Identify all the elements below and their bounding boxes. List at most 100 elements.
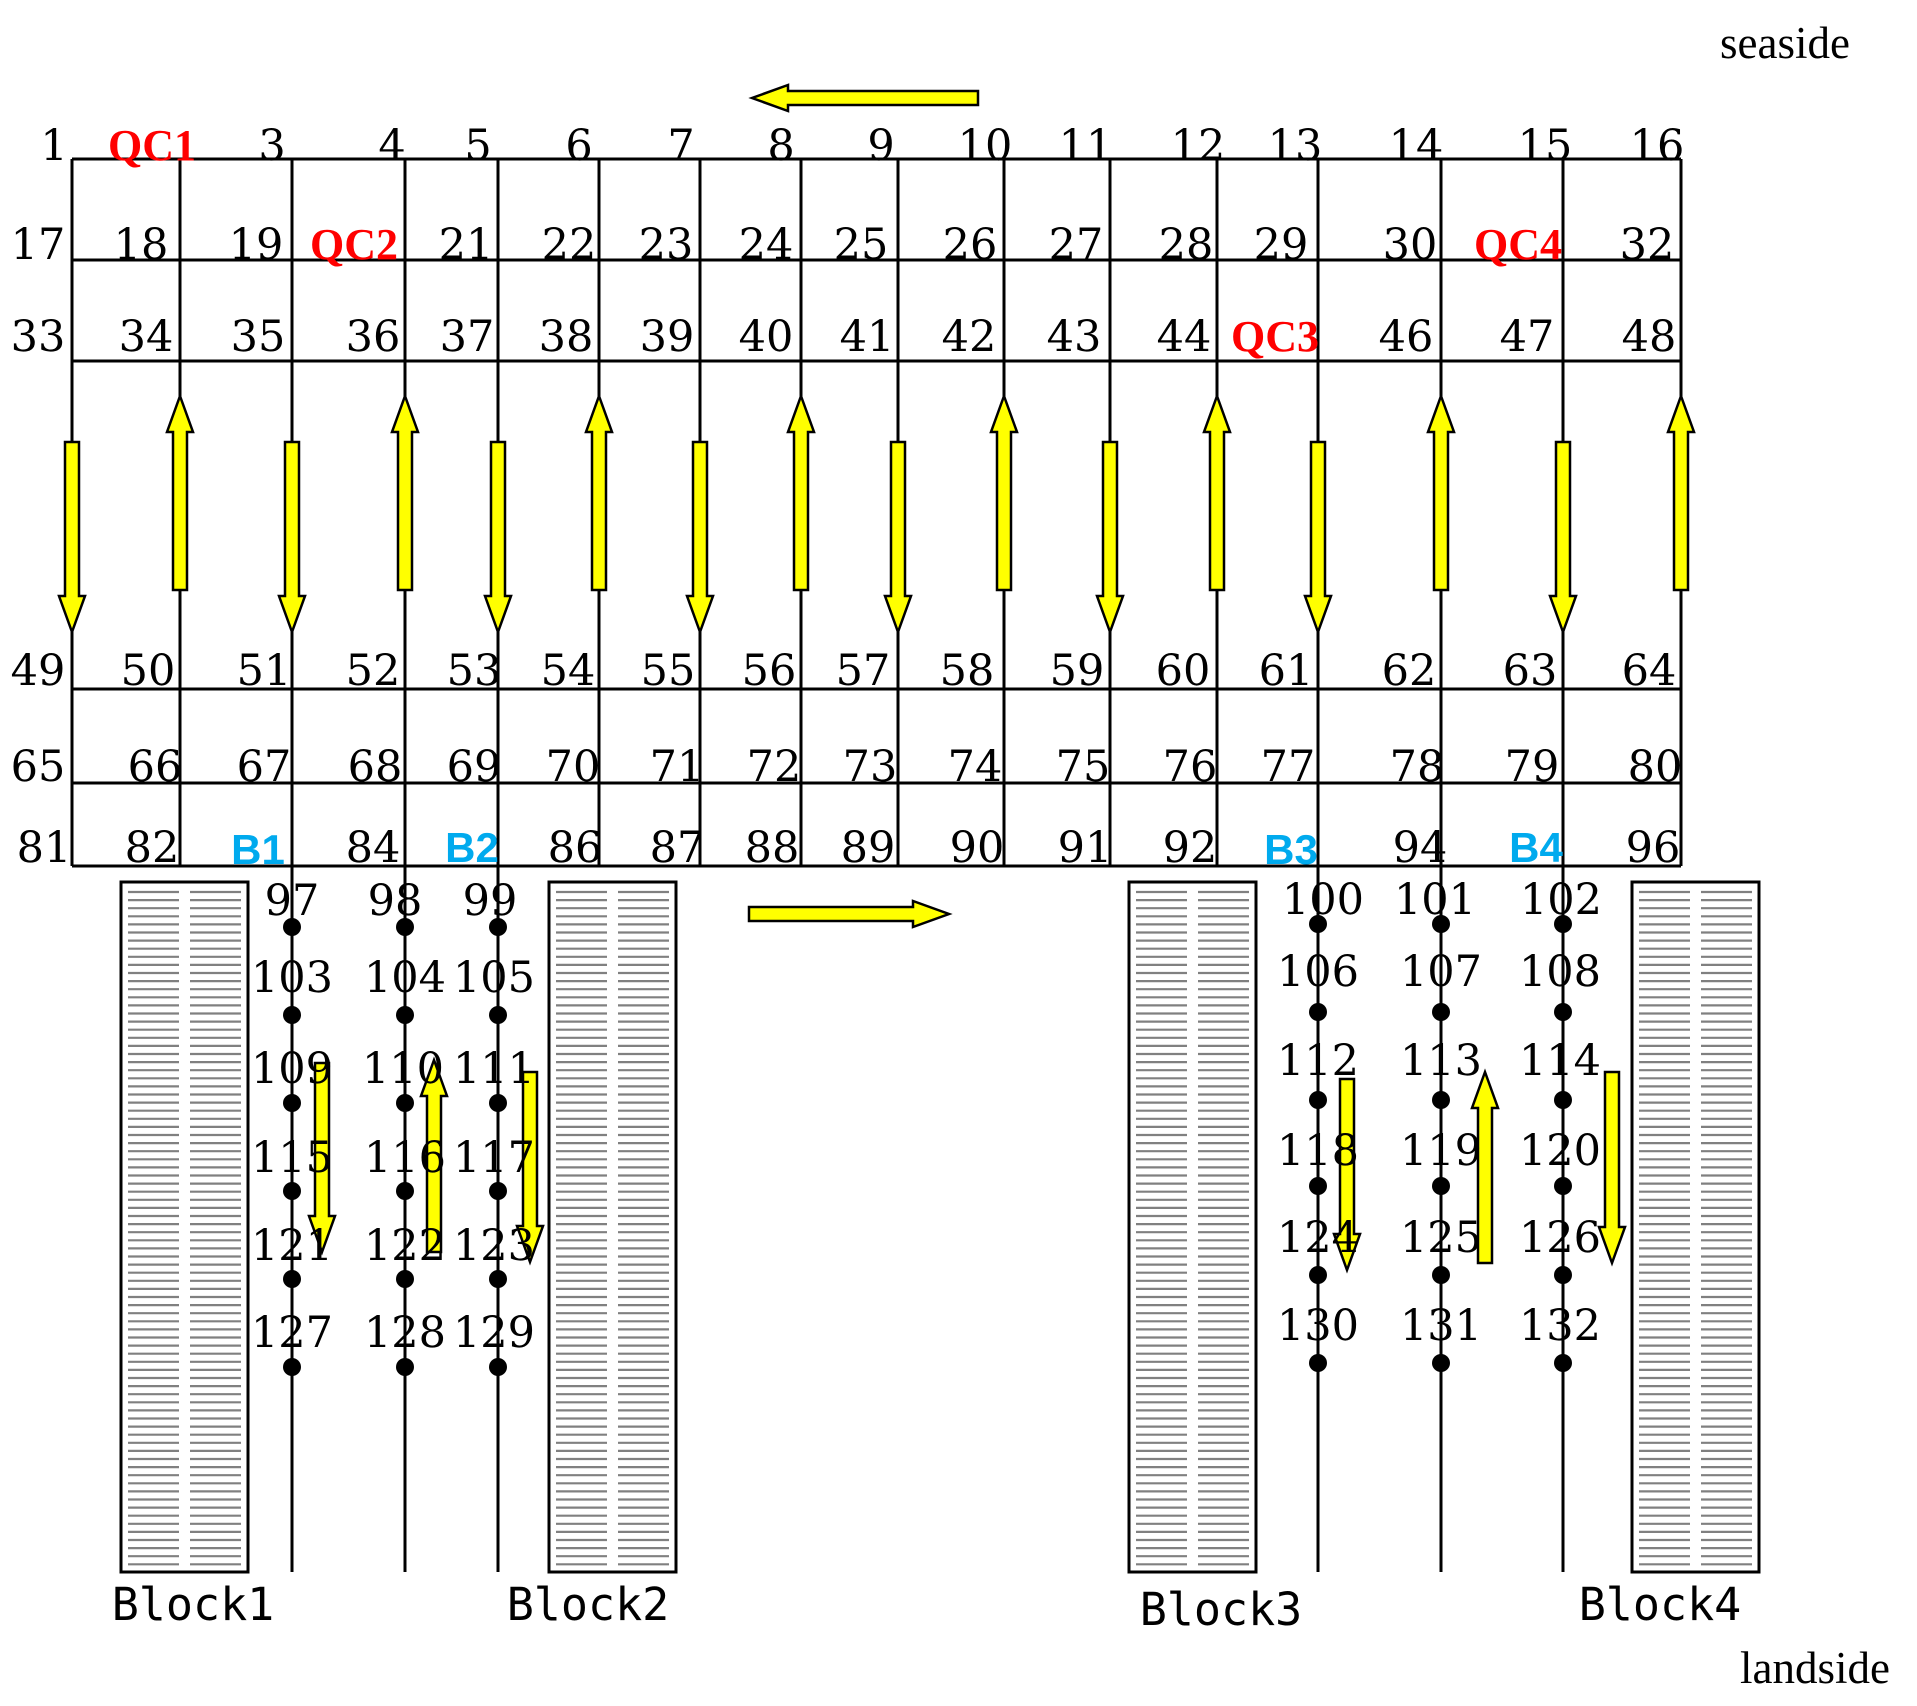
arrow-down-road — [685, 440, 715, 636]
grid-node-label: 67 — [237, 742, 292, 792]
yard-block-2: Block2 — [507, 880, 678, 1631]
yard-lane-label: 123 — [453, 1221, 535, 1271]
grid-node-label: 76 — [1163, 742, 1218, 792]
grid-node-label: 3 — [258, 121, 285, 171]
yard-lane-label: 131 — [1400, 1301, 1482, 1351]
grid-node-label: 51 — [237, 646, 292, 696]
grid-node-label: 78 — [1390, 742, 1445, 792]
yard-block-outline — [1630, 880, 1761, 1574]
quay-crane-label: QC1 — [108, 121, 196, 170]
grid-node-label: 65 — [11, 742, 66, 792]
yard-lane-label: 112 — [1277, 1036, 1359, 1086]
yard-lane-label: 129 — [453, 1308, 535, 1358]
arrow-down-road — [1095, 440, 1125, 636]
grid-node-label: 57 — [836, 646, 891, 696]
grid-node-label: 22 — [542, 220, 597, 270]
arrow-up-road — [1202, 392, 1232, 592]
grid-node-label: 56 — [742, 646, 797, 696]
grid-node-label: 50 — [121, 646, 176, 696]
lane-node — [489, 1006, 507, 1024]
lane-node — [283, 1358, 301, 1376]
grid-node-label: 82 — [125, 823, 180, 873]
grid-node-label: 66 — [128, 742, 183, 792]
yard-lane-label: 120 — [1519, 1126, 1601, 1176]
lane-node — [1309, 1177, 1327, 1195]
arrow-up-road — [1666, 392, 1696, 592]
arrow-up-road — [1426, 392, 1456, 592]
yard-block-label: Block2 — [507, 1578, 670, 1631]
grid-node-label: 26 — [943, 220, 998, 270]
lane-node — [1309, 1354, 1327, 1372]
grid-node-label: 42 — [942, 312, 997, 362]
grid-node-label: 64 — [1622, 646, 1677, 696]
grid-node-label: 46 — [1379, 312, 1434, 362]
grid-node-label: 87 — [650, 823, 705, 873]
grid-node-label: 88 — [745, 823, 800, 873]
grid-node-label: 90 — [950, 823, 1005, 873]
grid-node-label: 96 — [1626, 823, 1681, 873]
lane-node — [1554, 1354, 1572, 1372]
yard-lane-label: 116 — [364, 1133, 446, 1183]
lane-node — [489, 1182, 507, 1200]
grid-node-label: 86 — [548, 823, 603, 873]
grid-node-label: 5 — [464, 121, 491, 171]
grid-node-label: 53 — [447, 646, 502, 696]
yard-block-outline — [1127, 880, 1258, 1574]
lane-node — [396, 1182, 414, 1200]
grid-node-label: 16 — [1630, 121, 1685, 171]
yard-lane-label: 109 — [251, 1044, 333, 1094]
grid-node-label: 52 — [346, 646, 401, 696]
grid-node-label: 59 — [1050, 646, 1105, 696]
grid-node-label: 24 — [739, 220, 794, 270]
yard-lane-label: 132 — [1519, 1301, 1601, 1351]
grid-node-label: 44 — [1157, 312, 1212, 362]
yard-lane-label: 102 — [1520, 875, 1602, 925]
grid-node-label: 75 — [1056, 742, 1111, 792]
lane-nodes — [283, 915, 1572, 1376]
yard-block-label: Block1 — [112, 1578, 275, 1631]
arrow-down-road — [883, 440, 913, 636]
yard-lane-label: 122 — [364, 1221, 446, 1271]
yard-lane-label: 121 — [251, 1221, 333, 1271]
grid-node-label: 80 — [1628, 742, 1683, 792]
lane-node — [489, 1270, 507, 1288]
grid-node-label: 41 — [840, 312, 895, 362]
grid-node-label: 81 — [17, 823, 72, 873]
lane-node — [396, 1094, 414, 1112]
lane-node — [1432, 1177, 1450, 1195]
arrow-up-road — [165, 392, 195, 592]
grid-node-label: 35 — [231, 312, 286, 362]
lane-node — [1554, 1266, 1572, 1284]
arrow-up-road — [584, 392, 614, 592]
grid-node-label: 62 — [1382, 646, 1437, 696]
yard-lane-label: 106 — [1277, 947, 1359, 997]
grid-node-label: 74 — [948, 742, 1003, 792]
lane-node — [396, 1358, 414, 1376]
yard-block-stripes — [128, 890, 241, 1566]
arrow-up-yard — [1470, 1068, 1500, 1265]
grid-node-label: 25 — [834, 220, 889, 270]
yard-lane-label: 108 — [1519, 947, 1601, 997]
lane-node — [396, 1006, 414, 1024]
arrow-down-yard — [515, 1070, 545, 1266]
bay-label: B3 — [1264, 826, 1318, 873]
lane-node — [396, 1270, 414, 1288]
arrow-down-road — [277, 440, 307, 636]
grid-node-label: 36 — [346, 312, 401, 362]
yard-lane-label: 118 — [1277, 1126, 1359, 1176]
grid-node-label: 39 — [640, 312, 695, 362]
lane-node — [396, 918, 414, 936]
yard-block-outline — [547, 880, 678, 1574]
arrow-left-top — [748, 83, 980, 113]
yard-lane-label: 126 — [1519, 1213, 1601, 1263]
arrow-down-yard — [1332, 1077, 1362, 1274]
grid-node-label: 94 — [1393, 823, 1448, 873]
lane-node — [283, 1182, 301, 1200]
grid-node-label: 54 — [541, 646, 596, 696]
grid-node-label: 21 — [439, 220, 494, 270]
grid-node-label: 7 — [667, 121, 694, 171]
grid-node-label: 13 — [1268, 121, 1323, 171]
yard-lane-label: 113 — [1400, 1036, 1482, 1086]
lane-node — [1432, 1003, 1450, 1021]
lane-node — [1309, 1266, 1327, 1284]
